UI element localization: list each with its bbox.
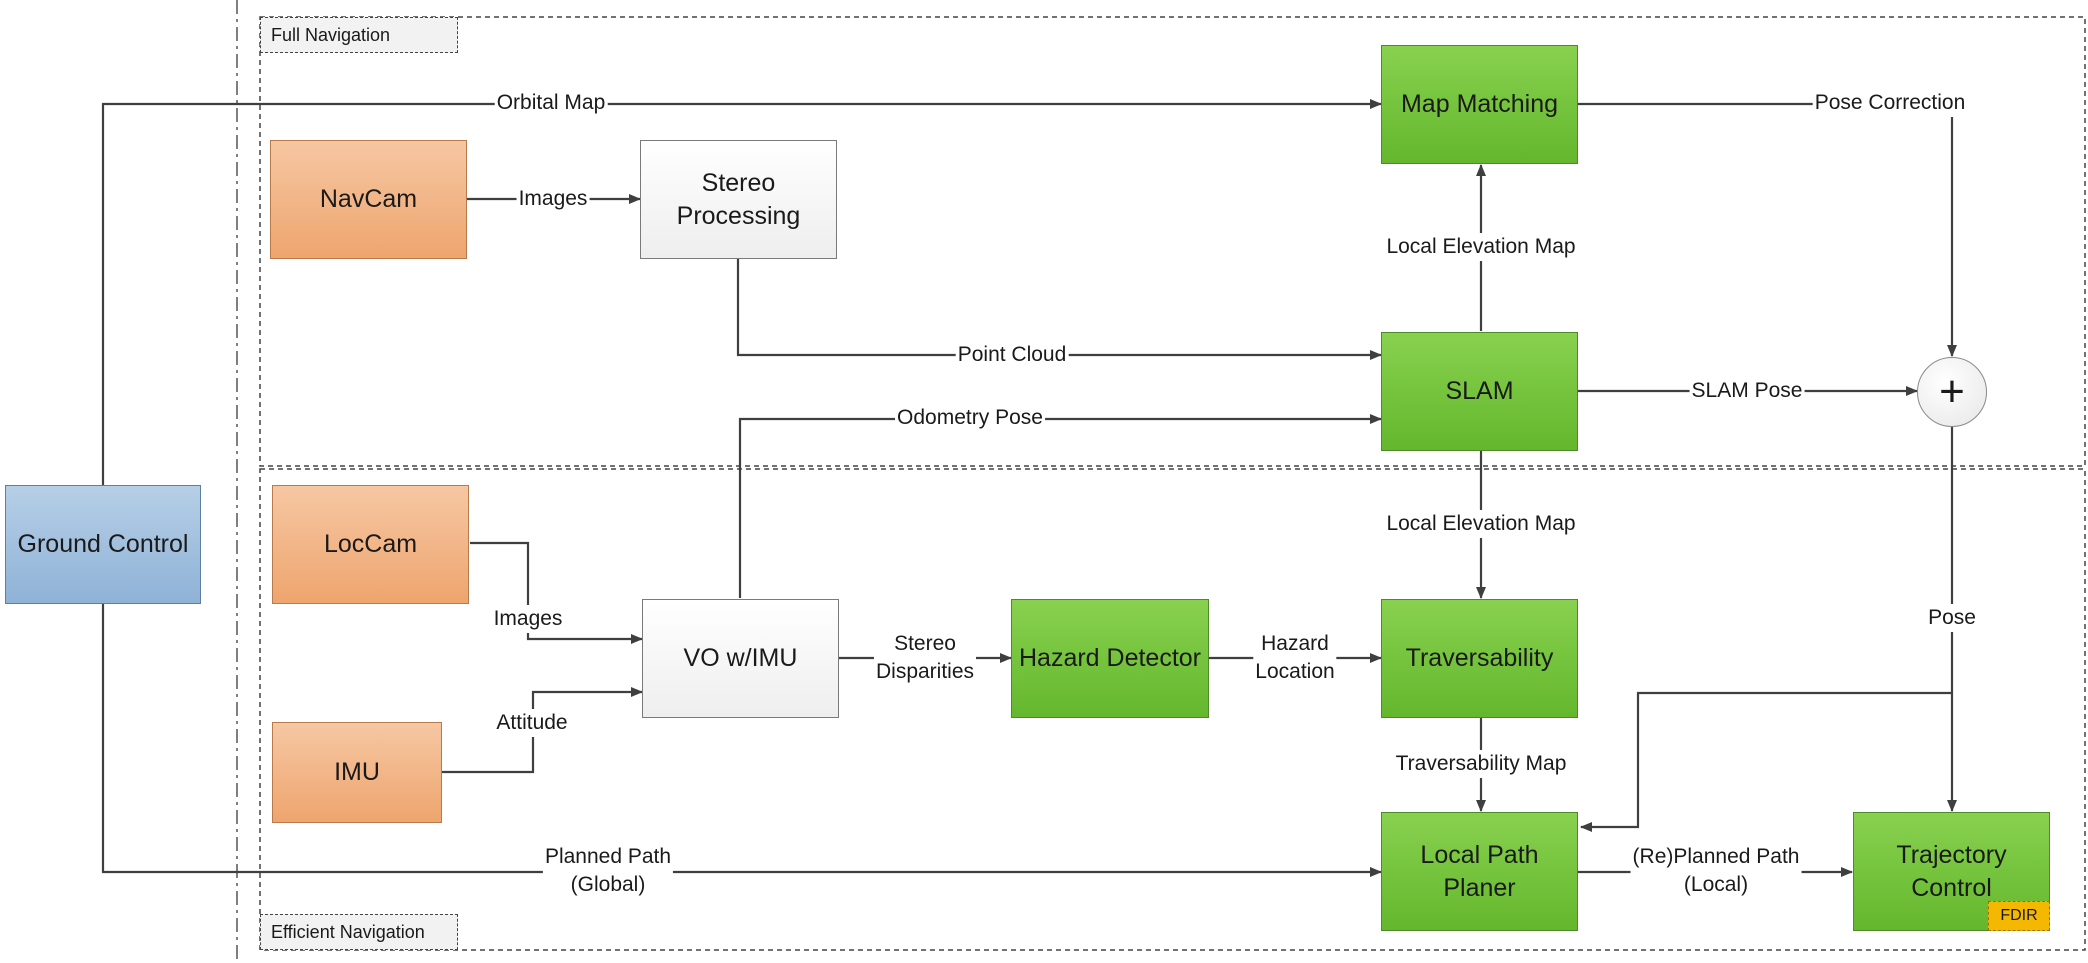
traversability-block: Traversability <box>1381 599 1578 718</box>
label-slam-pose: SLAM Pose <box>1689 377 1805 405</box>
wire-pose-to-path-planer <box>1580 691 1952 832</box>
loccam-block: LocCam <box>272 485 469 604</box>
wire-pose-correction <box>1578 102 1957 357</box>
label-planned-path-global: Planned Path (Global) <box>542 843 674 899</box>
local-path-planer-block: Local Path Planer <box>1381 812 1578 931</box>
wire-images-loccam <box>470 541 643 644</box>
label-local-elevation-map-top: Local Elevation Map <box>1384 233 1578 261</box>
label-traversability-map: Traversability Map <box>1393 750 1569 778</box>
efficient-navigation-title: Efficient Navigation <box>260 914 458 950</box>
label-odometry-pose: Odometry Pose <box>895 404 1045 432</box>
imu-block: IMU <box>272 722 442 823</box>
label-hazard-location: Hazard Location <box>1253 630 1337 686</box>
full-navigation-region <box>259 16 2086 467</box>
full-navigation-title: Full Navigation <box>260 17 458 53</box>
wire-orbital-map <box>101 99 1382 485</box>
slam-block: SLAM <box>1381 332 1578 451</box>
wire-odometry-pose <box>738 414 1382 598</box>
label-replanned-path-local: (Re)Planned Path (Local) <box>1630 843 1802 899</box>
wire-planned-path <box>101 604 1382 877</box>
label-pose-correction: Pose Correction <box>1812 89 1968 117</box>
label-stereo-disparities: Stereo Disparities <box>873 630 977 686</box>
hazard-detector-block: Hazard Detector <box>1011 599 1209 718</box>
map-matching-block: Map Matching <box>1381 45 1578 164</box>
pose-sum-node: + <box>1917 357 1987 427</box>
label-images-loccam: Images <box>491 605 565 633</box>
label-attitude: Attitude <box>494 709 570 737</box>
wire-point-cloud <box>736 259 1382 360</box>
efficient-navigation-region <box>259 468 2086 951</box>
label-orbital-map: Orbital Map <box>494 89 608 117</box>
label-local-elevation-map-bottom: Local Elevation Map <box>1384 510 1578 538</box>
stereo-processing-block: Stereo Processing <box>640 140 837 259</box>
label-images-navcam: Images <box>516 185 590 213</box>
ground-control-block: Ground Control <box>5 485 201 604</box>
label-pose: Pose <box>1926 604 1978 632</box>
navcam-block: NavCam <box>270 140 467 259</box>
label-point-cloud: Point Cloud <box>955 341 1069 369</box>
vo-imu-block: VO w/IMU <box>642 599 839 718</box>
fdir-badge: FDIR <box>1988 901 2050 931</box>
